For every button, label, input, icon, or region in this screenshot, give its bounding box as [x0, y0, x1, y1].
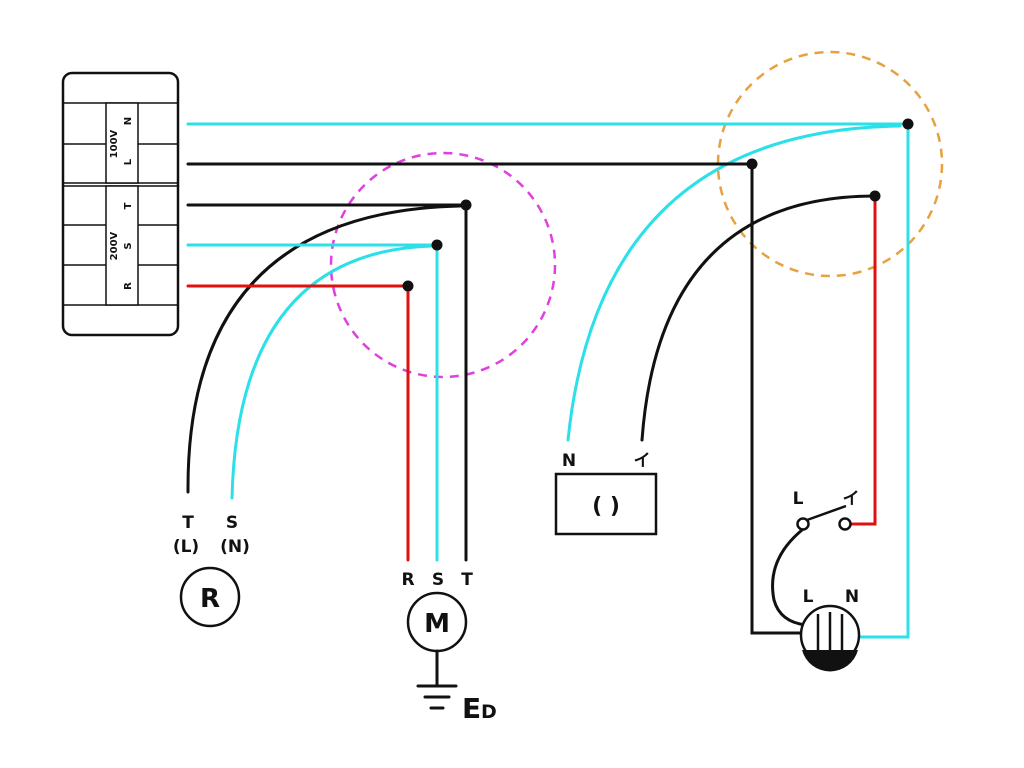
- outlet-icon: [554, 472, 658, 536]
- motor-r-label: R: [401, 570, 414, 590]
- motor-s-label: S: [432, 570, 444, 590]
- heater-symbol-icon: [179, 566, 241, 628]
- motor-load: R S T M E D: [401, 570, 496, 725]
- junction-dot-r: [402, 280, 414, 292]
- lamp-n-label: N: [845, 587, 859, 607]
- wire-heater-s: [230, 244, 434, 500]
- wire-heater-t: [186, 204, 462, 494]
- switch-icon: [796, 504, 852, 531]
- switch-i-label: イ: [843, 489, 860, 509]
- heater-s-label: S: [226, 513, 238, 533]
- heater-load: T S (L) (N) R: [173, 513, 250, 628]
- outlet-i-label: イ: [634, 451, 651, 471]
- wire-lamp-l-drop: [750, 162, 808, 635]
- switch-l-label: L: [793, 489, 804, 509]
- junction-dot-l: [746, 158, 758, 170]
- outlet-symbol-label: ( ): [592, 494, 620, 519]
- junction-dot-n: [902, 118, 914, 130]
- motor-symbol-label: M: [424, 609, 450, 639]
- panel-l-label: L: [123, 158, 134, 165]
- wire-outlet-i: [640, 194, 877, 442]
- panel-100v-label: 100V: [109, 129, 120, 158]
- junction-circle-left: [329, 151, 557, 379]
- wire-100v-n-drop: [851, 122, 910, 639]
- panel-t-label: T: [123, 202, 134, 209]
- lamp-l-label: L: [803, 587, 814, 607]
- junction-dot-t: [460, 199, 472, 211]
- wire-switch-lamp-loop: [771, 528, 808, 627]
- earth-ground-icon: [416, 649, 458, 710]
- heater-t-label: T: [182, 513, 194, 533]
- junction-dot-s: [431, 239, 443, 251]
- junction-circle-right: [716, 50, 944, 278]
- heater-l-paren-label: (L): [173, 537, 199, 557]
- earth-d-label: D: [481, 701, 497, 723]
- panel-n-label: N: [123, 117, 134, 125]
- distribution-panel: 100V N L 200V T S R: [61, 71, 180, 337]
- junction-dot-switch: [869, 190, 881, 202]
- wire-200v-t: [186, 203, 468, 562]
- wire-switch-return: [850, 194, 877, 526]
- motor-t-label: T: [461, 570, 473, 590]
- junction-dots: [402, 118, 914, 292]
- heater-symbol-label: R: [200, 584, 220, 614]
- panel-200v-label: 200V: [109, 231, 120, 260]
- panel-r-label: R: [123, 282, 134, 290]
- outlet-n-label: N: [562, 451, 576, 471]
- panel-s-label: S: [123, 242, 134, 249]
- outlet: N イ ( ): [554, 451, 658, 536]
- earth-e-label: E: [462, 692, 481, 725]
- wires: [186, 122, 910, 639]
- lamp-receptacle-icon: [799, 604, 861, 672]
- heater-n-paren-label: (N): [220, 537, 250, 557]
- switch-and-lamp: L イ L N: [793, 489, 861, 672]
- wire-outlet-n: [566, 124, 902, 442]
